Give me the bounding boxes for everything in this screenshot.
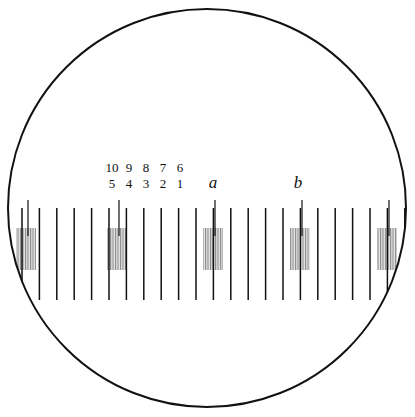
scale-number: 10 — [106, 161, 119, 174]
scale-number: 9 — [126, 161, 133, 174]
scale-number: 7 — [160, 161, 167, 174]
scale-line — [265, 208, 267, 300]
scale-line — [39, 208, 41, 300]
scale-number: 1 — [177, 177, 184, 190]
scale-line — [108, 208, 110, 300]
scale-line — [21, 208, 23, 300]
scale-line — [56, 208, 58, 300]
scale-number: 8 — [143, 161, 150, 174]
scale-line — [126, 208, 128, 300]
field-circle — [8, 9, 406, 407]
scale-line — [91, 208, 93, 300]
tick-mark — [301, 200, 302, 236]
scale-line — [73, 208, 75, 300]
scale-number: 5 — [109, 177, 116, 190]
scale-line — [300, 208, 302, 300]
scale-line — [195, 208, 197, 300]
tick-mark — [27, 200, 28, 236]
shaded-block — [16, 228, 36, 270]
scale-line — [230, 208, 232, 300]
scale-line — [247, 208, 249, 300]
scale-line — [282, 208, 284, 300]
point-letter: b — [294, 174, 303, 191]
tick-mark — [118, 200, 119, 236]
scale-line — [178, 208, 180, 300]
scale-number: 2 — [160, 177, 167, 190]
scale-line — [143, 208, 145, 300]
scale-number: 3 — [143, 177, 150, 190]
tick-mark — [214, 200, 215, 236]
scale-line — [160, 208, 162, 300]
scale-number: 6 — [177, 161, 184, 174]
scale-line — [317, 208, 319, 300]
point-letter: a — [209, 174, 218, 191]
scale-number: 4 — [126, 177, 133, 190]
scale-group — [16, 200, 405, 300]
scale-line — [352, 208, 354, 300]
scale-line — [387, 208, 389, 300]
tick-mark — [388, 200, 389, 236]
scale-line — [213, 208, 215, 300]
scale-line — [369, 208, 371, 300]
shaded-block — [107, 228, 127, 270]
scale-line — [334, 208, 336, 300]
